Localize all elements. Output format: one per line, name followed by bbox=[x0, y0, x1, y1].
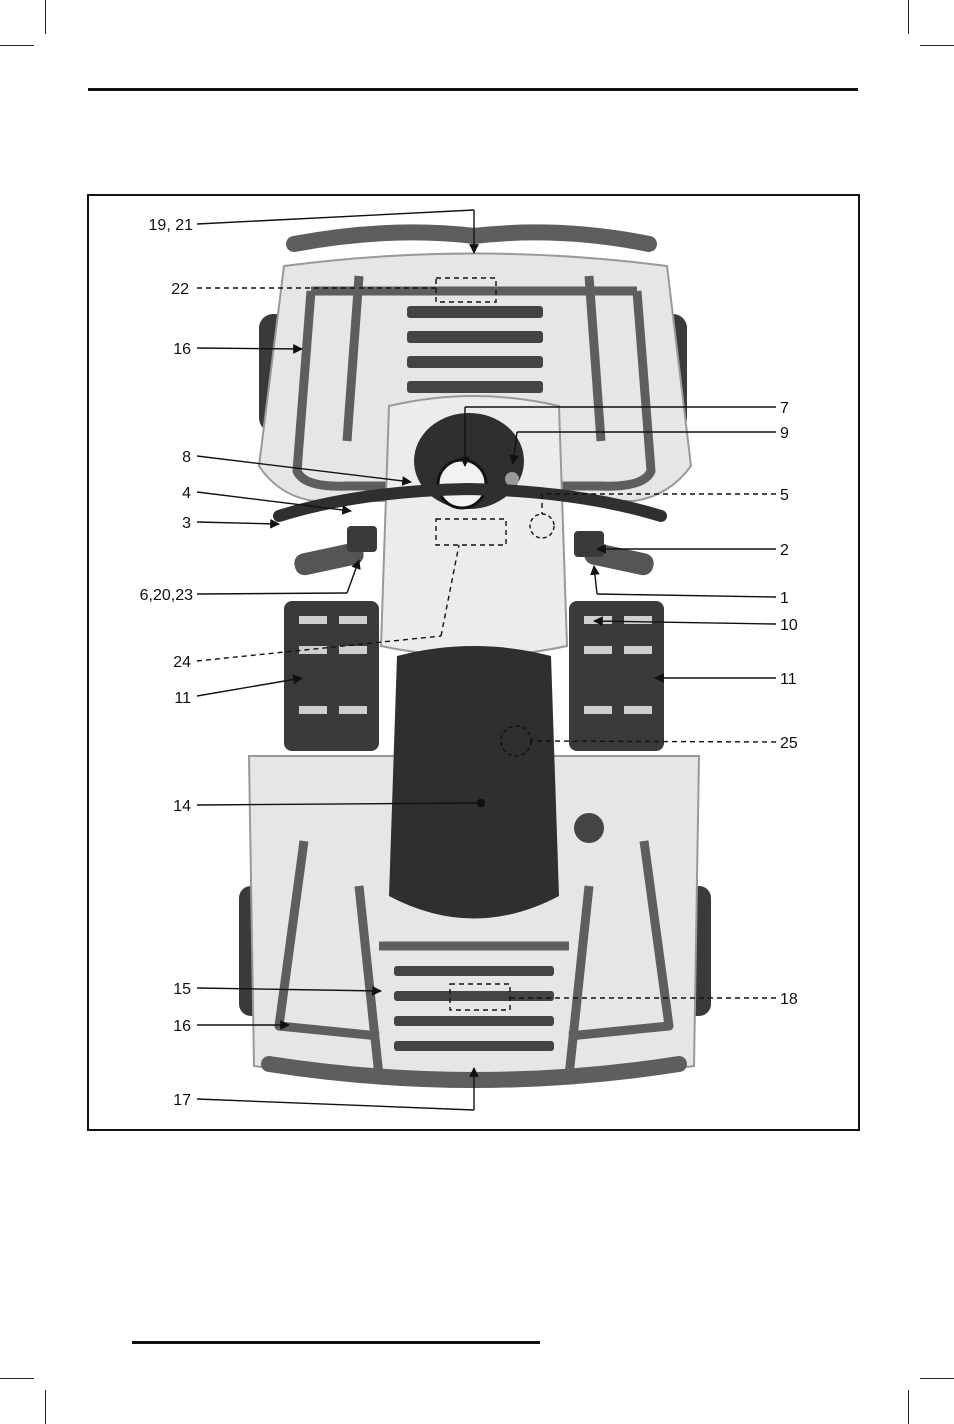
callout-14: 14 bbox=[173, 798, 191, 815]
callout-11-right: 11 bbox=[780, 671, 797, 688]
callout-16-top: 16 bbox=[173, 341, 191, 358]
atv-diagram-figure: 19, 21 22 16 8 4 3 6,20,23 24 11 14 15 1… bbox=[87, 194, 860, 1131]
callout-16-bottom: 16 bbox=[173, 1018, 191, 1035]
callout-15: 15 bbox=[173, 981, 191, 998]
callout-25: 25 bbox=[780, 735, 798, 752]
footer-rule bbox=[132, 1341, 540, 1344]
header-rule bbox=[88, 88, 858, 91]
callout-3: 3 bbox=[182, 515, 191, 532]
seat bbox=[389, 646, 559, 919]
callout-24: 24 bbox=[173, 654, 191, 671]
crop-mark bbox=[45, 0, 46, 34]
callout-22: 22 bbox=[171, 281, 189, 298]
callout-5: 5 bbox=[780, 487, 789, 504]
callout-6-20-23: 6,20,23 bbox=[140, 587, 193, 604]
callout-19-21: 19, 21 bbox=[149, 217, 194, 234]
callout-1: 1 bbox=[780, 590, 789, 607]
crop-mark bbox=[0, 1378, 34, 1379]
callout-4: 4 bbox=[182, 485, 191, 502]
ignition-knob bbox=[505, 472, 519, 486]
crop-mark bbox=[920, 45, 954, 46]
crop-mark bbox=[908, 1390, 909, 1424]
atv-illustration bbox=[239, 232, 711, 1081]
callout-11-left: 11 bbox=[174, 690, 191, 707]
callout-7: 7 bbox=[780, 400, 789, 417]
fuel-cap bbox=[574, 813, 604, 843]
callout-2: 2 bbox=[780, 542, 789, 559]
crop-mark bbox=[0, 45, 34, 46]
switch-box-right bbox=[574, 531, 604, 557]
callout-18: 18 bbox=[780, 991, 798, 1008]
callout-10: 10 bbox=[780, 617, 798, 634]
crop-mark bbox=[908, 0, 909, 34]
callout-8: 8 bbox=[182, 449, 191, 466]
crop-mark bbox=[920, 1378, 954, 1379]
switch-box-left bbox=[347, 526, 377, 552]
callout-17: 17 bbox=[173, 1092, 191, 1109]
crop-mark bbox=[45, 1390, 46, 1424]
callout-9: 9 bbox=[780, 425, 789, 442]
front-bumper bbox=[294, 232, 649, 244]
